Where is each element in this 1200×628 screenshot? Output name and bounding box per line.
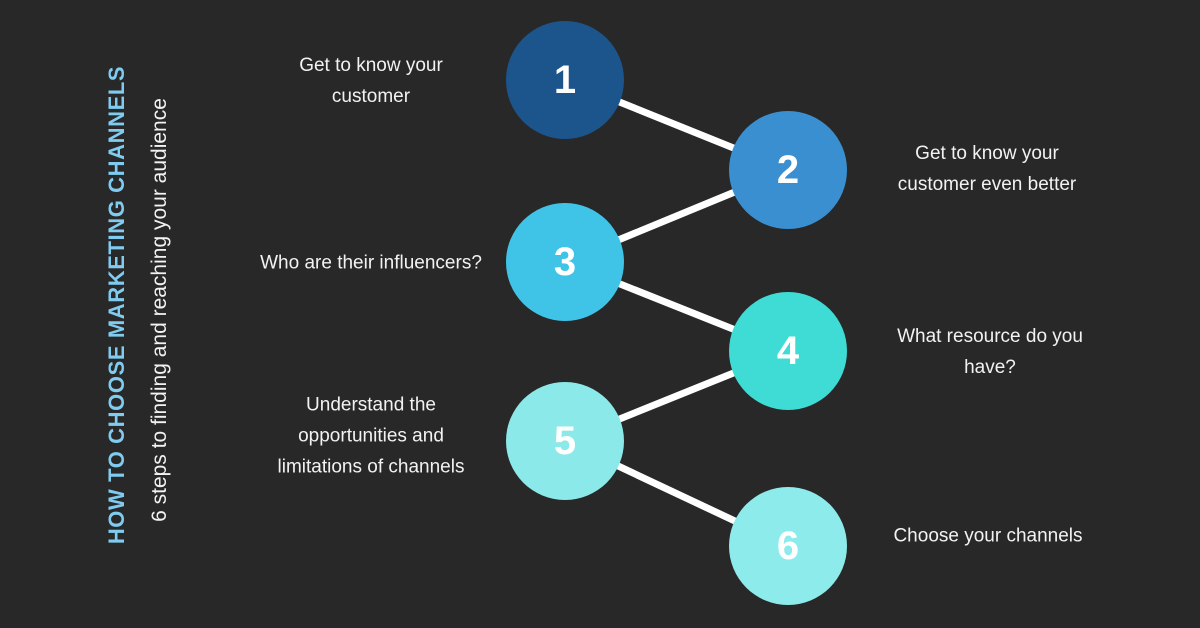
step-number-1: 1 bbox=[553, 58, 577, 102]
step-label-4: What resource do you have? bbox=[897, 326, 1083, 378]
step-label-3: Who are their influencers? bbox=[260, 252, 482, 274]
step-number-2: 2 bbox=[776, 148, 800, 192]
step-label-1: Get to know your customer bbox=[299, 55, 443, 107]
step-circle-2: 2 bbox=[729, 111, 847, 229]
step-number-4: 4 bbox=[776, 329, 800, 373]
step-number-3: 3 bbox=[553, 240, 577, 284]
step-circle-1: 1 bbox=[506, 21, 624, 139]
step-label-6: Choose your channels bbox=[893, 525, 1083, 547]
step-label-2: Get to know your customer even better bbox=[897, 143, 1077, 195]
step-circle-6: 6 bbox=[729, 487, 847, 605]
step-label-5: Understand the opportunities and limitat… bbox=[277, 394, 465, 478]
step-circle-3: 3 bbox=[506, 203, 624, 321]
step-number-5: 5 bbox=[553, 419, 577, 463]
step-number-6: 6 bbox=[776, 524, 800, 568]
step-circle-5: 5 bbox=[506, 382, 624, 500]
step-circle-4: 4 bbox=[729, 292, 847, 410]
